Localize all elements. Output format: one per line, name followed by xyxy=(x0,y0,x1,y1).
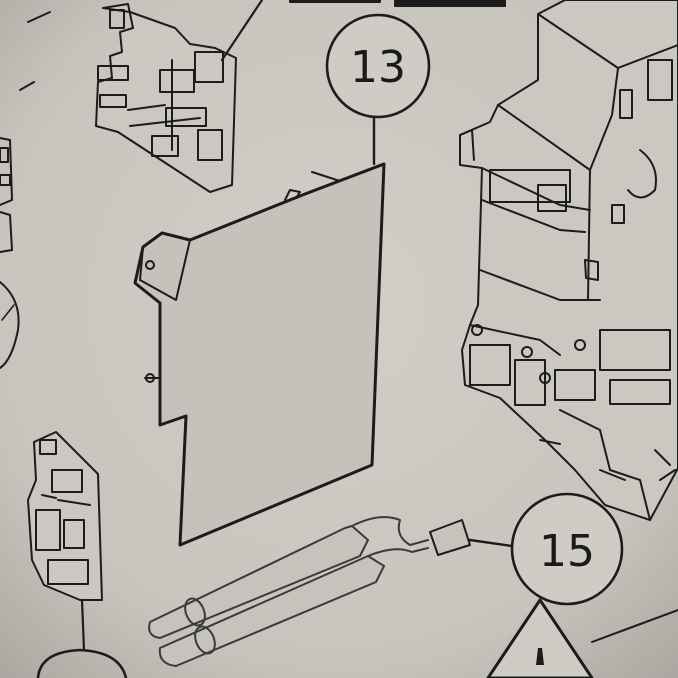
heater-rods-part-15 xyxy=(148,516,471,667)
callout-15-label: 15 xyxy=(539,526,595,577)
callout-13-label: 13 xyxy=(350,42,406,93)
page-edge-line xyxy=(591,609,678,643)
top-circuit-board-part xyxy=(95,0,506,193)
callout-13-circle xyxy=(325,13,431,119)
left-edge-parts xyxy=(0,137,20,369)
leader-line-15 xyxy=(468,538,514,548)
warning-triangle-icon xyxy=(486,598,594,678)
panel-part-13 xyxy=(133,162,386,547)
callout-partial-circle xyxy=(36,648,128,678)
small-circuit-board-part xyxy=(27,431,103,652)
callout-15-circle xyxy=(510,492,624,606)
leader-dash xyxy=(19,11,51,91)
machine-body-part xyxy=(459,0,678,521)
